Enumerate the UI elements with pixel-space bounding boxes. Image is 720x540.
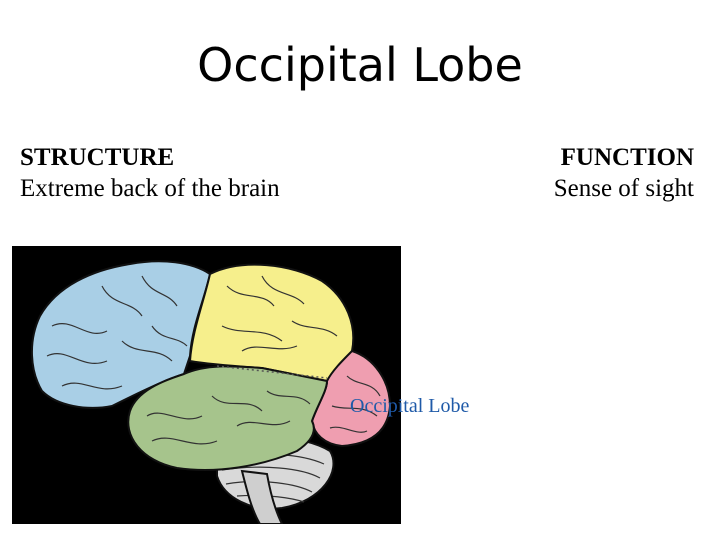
- slide-title: Occipital Lobe: [197, 38, 523, 92]
- occipital-lobe-label: Occipital Lobe: [350, 395, 470, 417]
- function-section: FUNCTION Sense of sight: [554, 142, 694, 204]
- brain-illustration: [31, 260, 392, 524]
- occipital-lobe-region: [310, 349, 392, 448]
- function-heading: FUNCTION: [560, 144, 694, 171]
- structure-text: Extreme back of the brain: [20, 175, 280, 202]
- structure-section: STRUCTURE Extreme back of the brain: [20, 142, 280, 204]
- parietal-lobe-region: [188, 263, 355, 383]
- brain-diagram: [12, 246, 401, 524]
- function-text: Sense of sight: [553, 175, 694, 202]
- temporal-lobe-region: [127, 365, 329, 471]
- structure-heading: STRUCTURE: [20, 144, 175, 171]
- brainstem-region: [240, 469, 284, 524]
